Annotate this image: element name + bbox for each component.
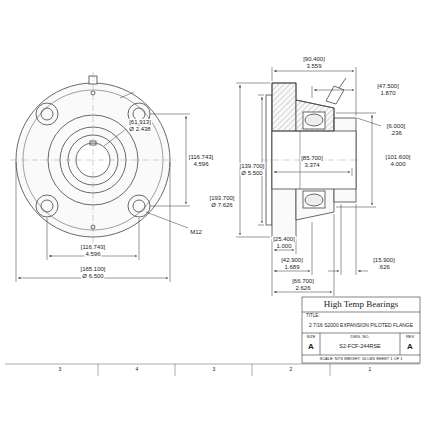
dimension-label: Ø 2.438 xyxy=(128,126,151,132)
sheet-border xyxy=(5,364,420,376)
front-view xyxy=(10,72,176,244)
zone-number: 3 xyxy=(58,367,63,372)
dimension-label: [193.700] xyxy=(208,195,235,201)
dimension-label: [165.100] xyxy=(79,266,106,272)
dimension-label: [6.000] xyxy=(386,123,406,129)
dimension-label: 4.000 xyxy=(389,161,406,167)
title-block-text: TITLE: xyxy=(305,314,321,319)
zone-number: 4 xyxy=(135,367,140,372)
dimension-label: Ø 5.500 xyxy=(240,170,263,176)
dimension-label: Ø 7.626 xyxy=(210,202,233,208)
side-view xyxy=(262,78,362,237)
front-dimensions xyxy=(16,114,190,282)
dimension-label: 2.626 xyxy=(294,284,311,290)
title-block-text: 2 7/16 S2000 EXPANSION PILOTED FLANGE xyxy=(308,323,414,328)
dimension-label: [85.700] xyxy=(300,155,324,161)
dimension-label: [90.400] xyxy=(302,56,326,62)
title-block-text: S2-FCF-244RSE xyxy=(338,344,382,350)
title-block-text: A xyxy=(307,343,315,351)
title-block-text: SCALE: NTS WEIGHT: 16 LBS SHEET 1 OF 1 xyxy=(318,357,403,361)
dimension-label: .626 xyxy=(377,263,391,269)
dimension-label: [116.743] xyxy=(80,244,107,250)
dimension-label: [66.700] xyxy=(291,278,315,284)
dimension-label: [61.913] xyxy=(128,119,152,125)
dimension-label: 1.870 xyxy=(379,90,396,96)
dimension-label: [15.900] xyxy=(372,257,396,263)
title-block xyxy=(302,297,420,363)
company-name: High Temp Bearings xyxy=(323,300,400,309)
title-block-text: SIZE xyxy=(306,335,317,339)
dimension-label: 4.596 xyxy=(84,251,101,257)
zone-number: 1 xyxy=(368,367,373,372)
dimension-label: [47.500] xyxy=(376,83,400,89)
zone-number: 3 xyxy=(212,367,217,372)
dimension-label: Ø 6.500 xyxy=(81,273,104,279)
dimension-label: [42.900] xyxy=(280,257,304,263)
dimension-label: 4.596 xyxy=(192,161,209,167)
title-block-text: A xyxy=(406,343,414,351)
title-block-text: REV xyxy=(405,335,415,339)
dimension-label: [101.600] xyxy=(384,154,411,160)
dimension-label: 1.689 xyxy=(283,263,300,269)
dimension-label: 3.559 xyxy=(305,63,322,69)
dimension-label: [25.400] xyxy=(272,236,296,242)
dimension-label: M12 xyxy=(189,229,203,235)
zone-number: 2 xyxy=(289,367,294,372)
dimension-label: 1.000 xyxy=(275,242,292,248)
title-block-text: DWG. NO. xyxy=(349,335,370,339)
dimension-label: 3.374 xyxy=(303,162,320,168)
dimension-label: [139.700] xyxy=(238,163,265,169)
side-dimensions xyxy=(236,67,381,296)
dimension-label: .236 xyxy=(389,130,403,136)
dimension-label: [116.743] xyxy=(188,154,215,160)
